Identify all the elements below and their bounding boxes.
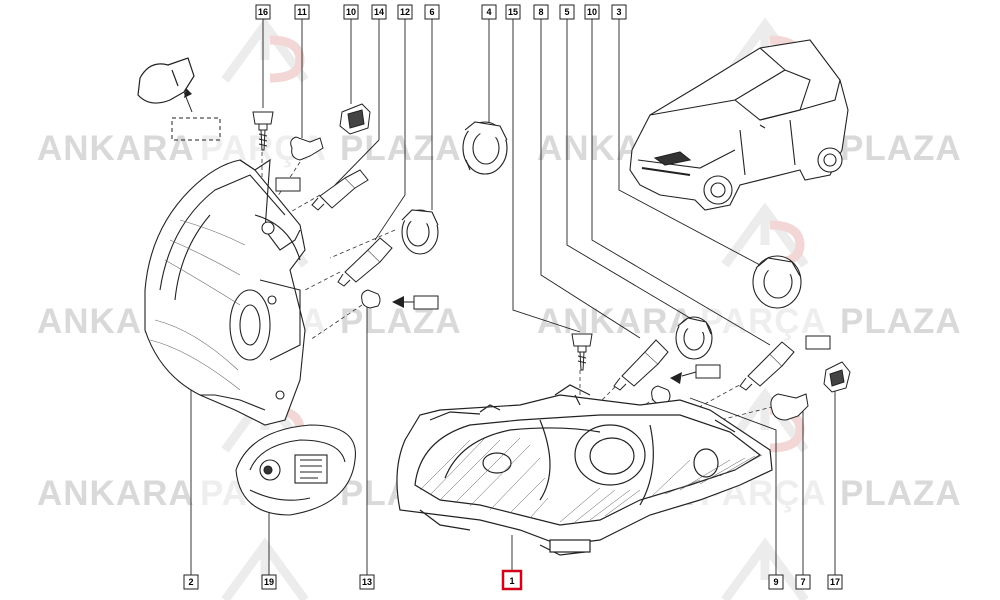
svg-text:12: 12 bbox=[400, 7, 410, 17]
watermark-logo-icon bbox=[721, 537, 809, 600]
callout-15[interactable]: 15 bbox=[505, 4, 521, 20]
callout-10[interactable]: 10 bbox=[343, 4, 359, 20]
bulb-part-7 bbox=[770, 393, 809, 421]
headlight-assembly-front bbox=[396, 384, 773, 556]
callout-8[interactable]: 8 bbox=[533, 4, 549, 20]
small-bulb-part-9 bbox=[651, 385, 671, 405]
svg-text:6: 6 bbox=[429, 7, 434, 17]
bulb-spec-box bbox=[805, 335, 831, 350]
watermark-plaza: PLAZA bbox=[840, 129, 962, 168]
watermark-logo-icon bbox=[721, 202, 809, 268]
small-bulb-part-13 bbox=[361, 289, 381, 309]
watermark-logo-icon bbox=[221, 17, 309, 83]
cap-part-5 bbox=[675, 316, 713, 360]
svg-text:15: 15 bbox=[508, 7, 518, 17]
watermark-ankara: ANKARA bbox=[37, 129, 195, 168]
callout-16[interactable]: 16 bbox=[255, 4, 271, 20]
svg-text:9: 9 bbox=[773, 577, 778, 587]
leader-lines bbox=[190, 19, 836, 575]
h7-bulb-part-14 bbox=[311, 169, 369, 211]
cap-part-4 bbox=[462, 121, 508, 175]
socket-part-17 bbox=[823, 361, 851, 393]
h7-bulb-part-8 bbox=[613, 339, 669, 391]
svg-text:8: 8 bbox=[538, 7, 543, 17]
watermark-plaza: PLAZA bbox=[340, 302, 462, 341]
small-bulb-icon bbox=[137, 57, 195, 104]
watermark-plaza: PLAZA bbox=[340, 129, 462, 168]
h1-bulb-part-10 bbox=[739, 341, 795, 391]
callout-11[interactable]: 11 bbox=[294, 4, 310, 20]
watermark-plaza: PLAZA bbox=[840, 474, 962, 513]
callouts-bottom: 2 19 13 1 9 7 17 bbox=[183, 569, 843, 591]
car-illustration bbox=[629, 39, 849, 211]
bulb-spec-box bbox=[413, 295, 439, 310]
bulb-part-11 bbox=[290, 136, 324, 161]
svg-text:10: 10 bbox=[587, 7, 597, 17]
watermark-ankara: ANKARA bbox=[537, 302, 695, 341]
callout-9[interactable]: 9 bbox=[768, 574, 784, 590]
callout-19[interactable]: 19 bbox=[261, 574, 277, 590]
h1-bulb-part-12 bbox=[337, 237, 393, 287]
svg-text:7: 7 bbox=[800, 577, 805, 587]
callout-2[interactable]: 2 bbox=[183, 574, 199, 590]
callouts-top: 16 11 10 14 12 6 4 15 8 5 10 3 bbox=[255, 4, 627, 20]
svg-text:11: 11 bbox=[297, 7, 307, 17]
arrow-head-icon bbox=[184, 88, 192, 98]
svg-text:17: 17 bbox=[830, 577, 840, 587]
callout-10b[interactable]: 10 bbox=[584, 4, 600, 20]
callout-14[interactable]: 14 bbox=[371, 4, 387, 20]
callout-4[interactable]: 4 bbox=[481, 4, 497, 20]
callout-6[interactable]: 6 bbox=[424, 4, 440, 20]
callout-13[interactable]: 13 bbox=[359, 574, 375, 590]
svg-text:16: 16 bbox=[258, 7, 268, 17]
watermark-ankara: ANKARA bbox=[37, 474, 195, 513]
screw-part-15 bbox=[571, 333, 593, 371]
optional-part-box bbox=[171, 117, 221, 141]
callout-7[interactable]: 7 bbox=[795, 574, 811, 590]
watermark-parca: PARÇA bbox=[700, 302, 827, 341]
svg-text:19: 19 bbox=[264, 577, 274, 587]
svg-text:13: 13 bbox=[362, 577, 372, 587]
callout-12[interactable]: 12 bbox=[397, 4, 413, 20]
svg-text:14: 14 bbox=[374, 7, 384, 17]
callout-5[interactable]: 5 bbox=[559, 4, 575, 20]
screw-part-16 bbox=[252, 111, 274, 151]
watermark-plaza: PLAZA bbox=[840, 302, 962, 341]
svg-text:2: 2 bbox=[188, 577, 193, 587]
callout-3[interactable]: 3 bbox=[611, 4, 627, 20]
bulb-spec-box bbox=[275, 177, 301, 192]
svg-text:10: 10 bbox=[346, 7, 356, 17]
arrow-head-icon bbox=[670, 372, 682, 384]
socket-part-10 bbox=[339, 103, 371, 135]
cap-part-3 bbox=[752, 255, 802, 309]
watermark-logo-icon bbox=[221, 537, 309, 600]
callout-17[interactable]: 17 bbox=[827, 574, 843, 590]
svg-text:5: 5 bbox=[564, 7, 569, 17]
arrow-line bbox=[681, 371, 697, 377]
bulb-spec-box bbox=[695, 364, 721, 379]
svg-text:3: 3 bbox=[616, 7, 621, 17]
arrow-head-icon bbox=[392, 296, 404, 308]
detail-view-part-19 bbox=[235, 424, 356, 516]
svg-text:4: 4 bbox=[486, 7, 491, 17]
cap-part-6 bbox=[401, 209, 439, 255]
headlight-assembly-rear bbox=[144, 158, 306, 426]
callout-1-highlighted[interactable]: 1 bbox=[501, 569, 523, 591]
svg-text:1: 1 bbox=[509, 576, 514, 586]
